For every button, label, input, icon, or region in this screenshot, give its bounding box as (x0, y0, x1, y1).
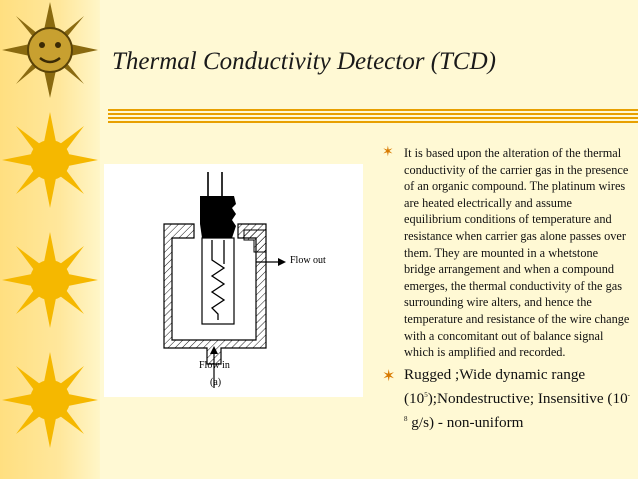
bullet-item: ✶ It is based upon the alteration of the… (382, 145, 632, 361)
bullet-text-part3: g/s) - non-uniform (407, 413, 524, 431)
sun-icon (2, 232, 98, 328)
sun-face-icon (2, 2, 98, 98)
sun-icon (2, 112, 98, 208)
exponent: -8 (404, 390, 631, 423)
exponent: 5 (424, 390, 428, 399)
bullet-list: ✶ It is based upon the alteration of the… (382, 145, 632, 433)
sun-sidebar (0, 0, 100, 479)
star-bullet-icon: ✶ (382, 145, 394, 160)
star-bullet-icon: ✶ (382, 367, 396, 385)
tcd-cell-diagram (163, 172, 286, 388)
slide-title: Thermal Conductivity Detector (TCD) (112, 48, 496, 75)
bullet-item: ✶ Rugged ;Wide dynamic range (105);Nonde… (382, 365, 632, 433)
figure-caption: (a) (210, 377, 222, 388)
flow-in-label: Flow in (199, 360, 230, 371)
tcd-diagram: Flow out Flow in (a) (104, 164, 363, 397)
bullet-text-part2: );Nondestructive; Insensitive (10 (427, 389, 628, 407)
bullet-text: It is based upon the alteration of the t… (404, 146, 630, 360)
sun-icon (2, 352, 98, 448)
title-rule (108, 109, 638, 123)
flow-out-label: Flow out (290, 255, 326, 266)
bullet-text-part1: Rugged ;Wide dynamic range (10 (404, 365, 586, 407)
